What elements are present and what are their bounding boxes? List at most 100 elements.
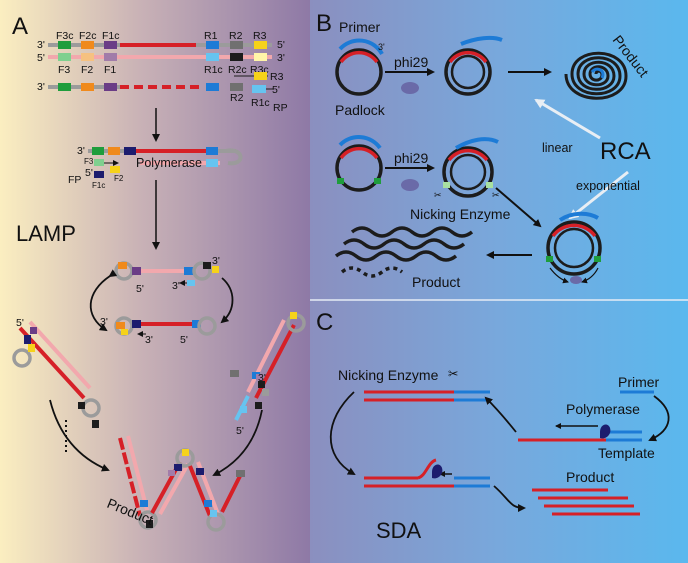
segment-f3 <box>58 53 71 61</box>
scissors-icon: ✂ <box>448 367 459 381</box>
rca-circle <box>444 48 492 96</box>
segment-f2c <box>81 83 94 91</box>
rca-circle <box>449 153 487 191</box>
end-label: 3' <box>37 81 45 93</box>
padlock-label: Padlock <box>335 102 386 118</box>
dumbbell-middle <box>114 316 217 337</box>
hairpin-left <box>12 320 101 455</box>
segment-r1c <box>252 85 266 93</box>
exponential-label: exponential <box>576 179 640 193</box>
nicking-enzyme-label: Nicking Enzyme <box>410 206 511 222</box>
primer-arc <box>338 135 382 150</box>
hairpin-right <box>230 312 306 421</box>
end-label: 5' <box>180 334 188 346</box>
segment-f3c <box>58 41 71 49</box>
rotation-arrow <box>549 267 569 284</box>
rca-circle <box>546 220 602 276</box>
rca-circle <box>442 146 494 198</box>
dumbbell-top <box>114 261 219 286</box>
panel-c-letter: C <box>316 309 333 336</box>
exponential-arrow <box>568 170 629 220</box>
rca-primer <box>455 137 499 150</box>
label-rp: RP <box>273 102 288 114</box>
three-prime: 3' <box>378 42 385 52</box>
rca-primer <box>558 211 600 222</box>
end-label: 5' <box>136 283 144 295</box>
segment-r1 <box>206 41 219 49</box>
nick-site <box>486 182 493 188</box>
segment-f3c <box>58 83 71 91</box>
product-label: Product <box>566 469 614 485</box>
segment-f3 <box>94 159 104 166</box>
end-label: 5' <box>236 425 244 437</box>
polymerase-label: Polymerase <box>566 401 640 417</box>
product-wave <box>350 226 474 238</box>
nick-site <box>337 178 344 184</box>
panel-c: C Nicking Enzyme ✂ Primer Polymerase Tem… <box>316 309 670 543</box>
segment-r1 <box>206 83 219 91</box>
linear-label: linear <box>542 141 573 155</box>
phi29-icon <box>401 82 419 94</box>
cycle-arrow <box>220 277 234 324</box>
end-label: 5' <box>272 84 280 96</box>
panel-a-letter: A <box>12 13 28 40</box>
phi29-label: phi29 <box>394 150 428 166</box>
segment-f1 <box>104 53 117 61</box>
polymerase-icon <box>432 464 443 479</box>
end-label: 3' <box>77 145 85 157</box>
phi29-label: phi29 <box>394 54 428 70</box>
label-r1: R1 <box>204 30 218 42</box>
segment-f2c <box>108 147 120 155</box>
segment-r2c <box>230 53 243 61</box>
label-f2: F2 <box>114 174 124 183</box>
flow-arrow <box>212 409 263 476</box>
rca-primer <box>460 35 503 46</box>
end-label: 5' <box>37 52 45 64</box>
segment-f1c <box>124 147 136 155</box>
end-label: 5' <box>16 317 24 329</box>
displaced-strand <box>417 458 437 480</box>
polymerase-icon <box>600 424 611 439</box>
end-label: 3' <box>145 334 153 346</box>
flow-arrow <box>484 396 517 433</box>
segment-r1c <box>206 159 218 167</box>
segment-r3 <box>254 72 267 80</box>
rca-label: RCA <box>600 138 651 165</box>
product-wave-dotted <box>340 266 404 278</box>
lamp-product <box>118 435 245 532</box>
product-spiral-core <box>590 67 605 79</box>
product-wave <box>334 250 458 262</box>
panel-b-letter: B <box>316 10 332 37</box>
flow-arrow <box>495 187 542 228</box>
cycle-arrow <box>89 269 118 332</box>
phi29-icon <box>401 179 419 191</box>
segment-r3 <box>254 41 267 49</box>
segment-r2 <box>230 41 243 49</box>
segment-r2 <box>230 83 243 91</box>
label-f2c: F2c <box>79 30 97 42</box>
segment-f1c <box>94 171 104 178</box>
segment-f2 <box>81 53 94 61</box>
end-label: 5' <box>85 167 93 179</box>
primer-label: Primer <box>618 374 660 390</box>
label-r2c: R2c <box>228 64 247 76</box>
end-label: 3' <box>172 280 180 292</box>
end-label: 3' <box>212 255 220 267</box>
padlock-circle <box>335 144 383 192</box>
label-f3: F3 <box>84 157 94 166</box>
label-fp: FP <box>68 174 81 186</box>
padlock-red-arc <box>339 146 379 160</box>
rca-circle <box>553 227 595 269</box>
segment-f3c <box>92 147 104 155</box>
padlock-circle <box>335 48 383 96</box>
product-label-bottom: Product <box>412 274 460 290</box>
segment-r3c <box>254 53 267 61</box>
label-f1: F1 <box>104 64 116 76</box>
loop <box>225 148 243 166</box>
end-label: 3' <box>277 52 285 64</box>
segment-f1c <box>104 41 117 49</box>
flow-arrow <box>49 399 110 472</box>
primer-arc <box>338 38 384 56</box>
product-wave <box>342 238 466 250</box>
